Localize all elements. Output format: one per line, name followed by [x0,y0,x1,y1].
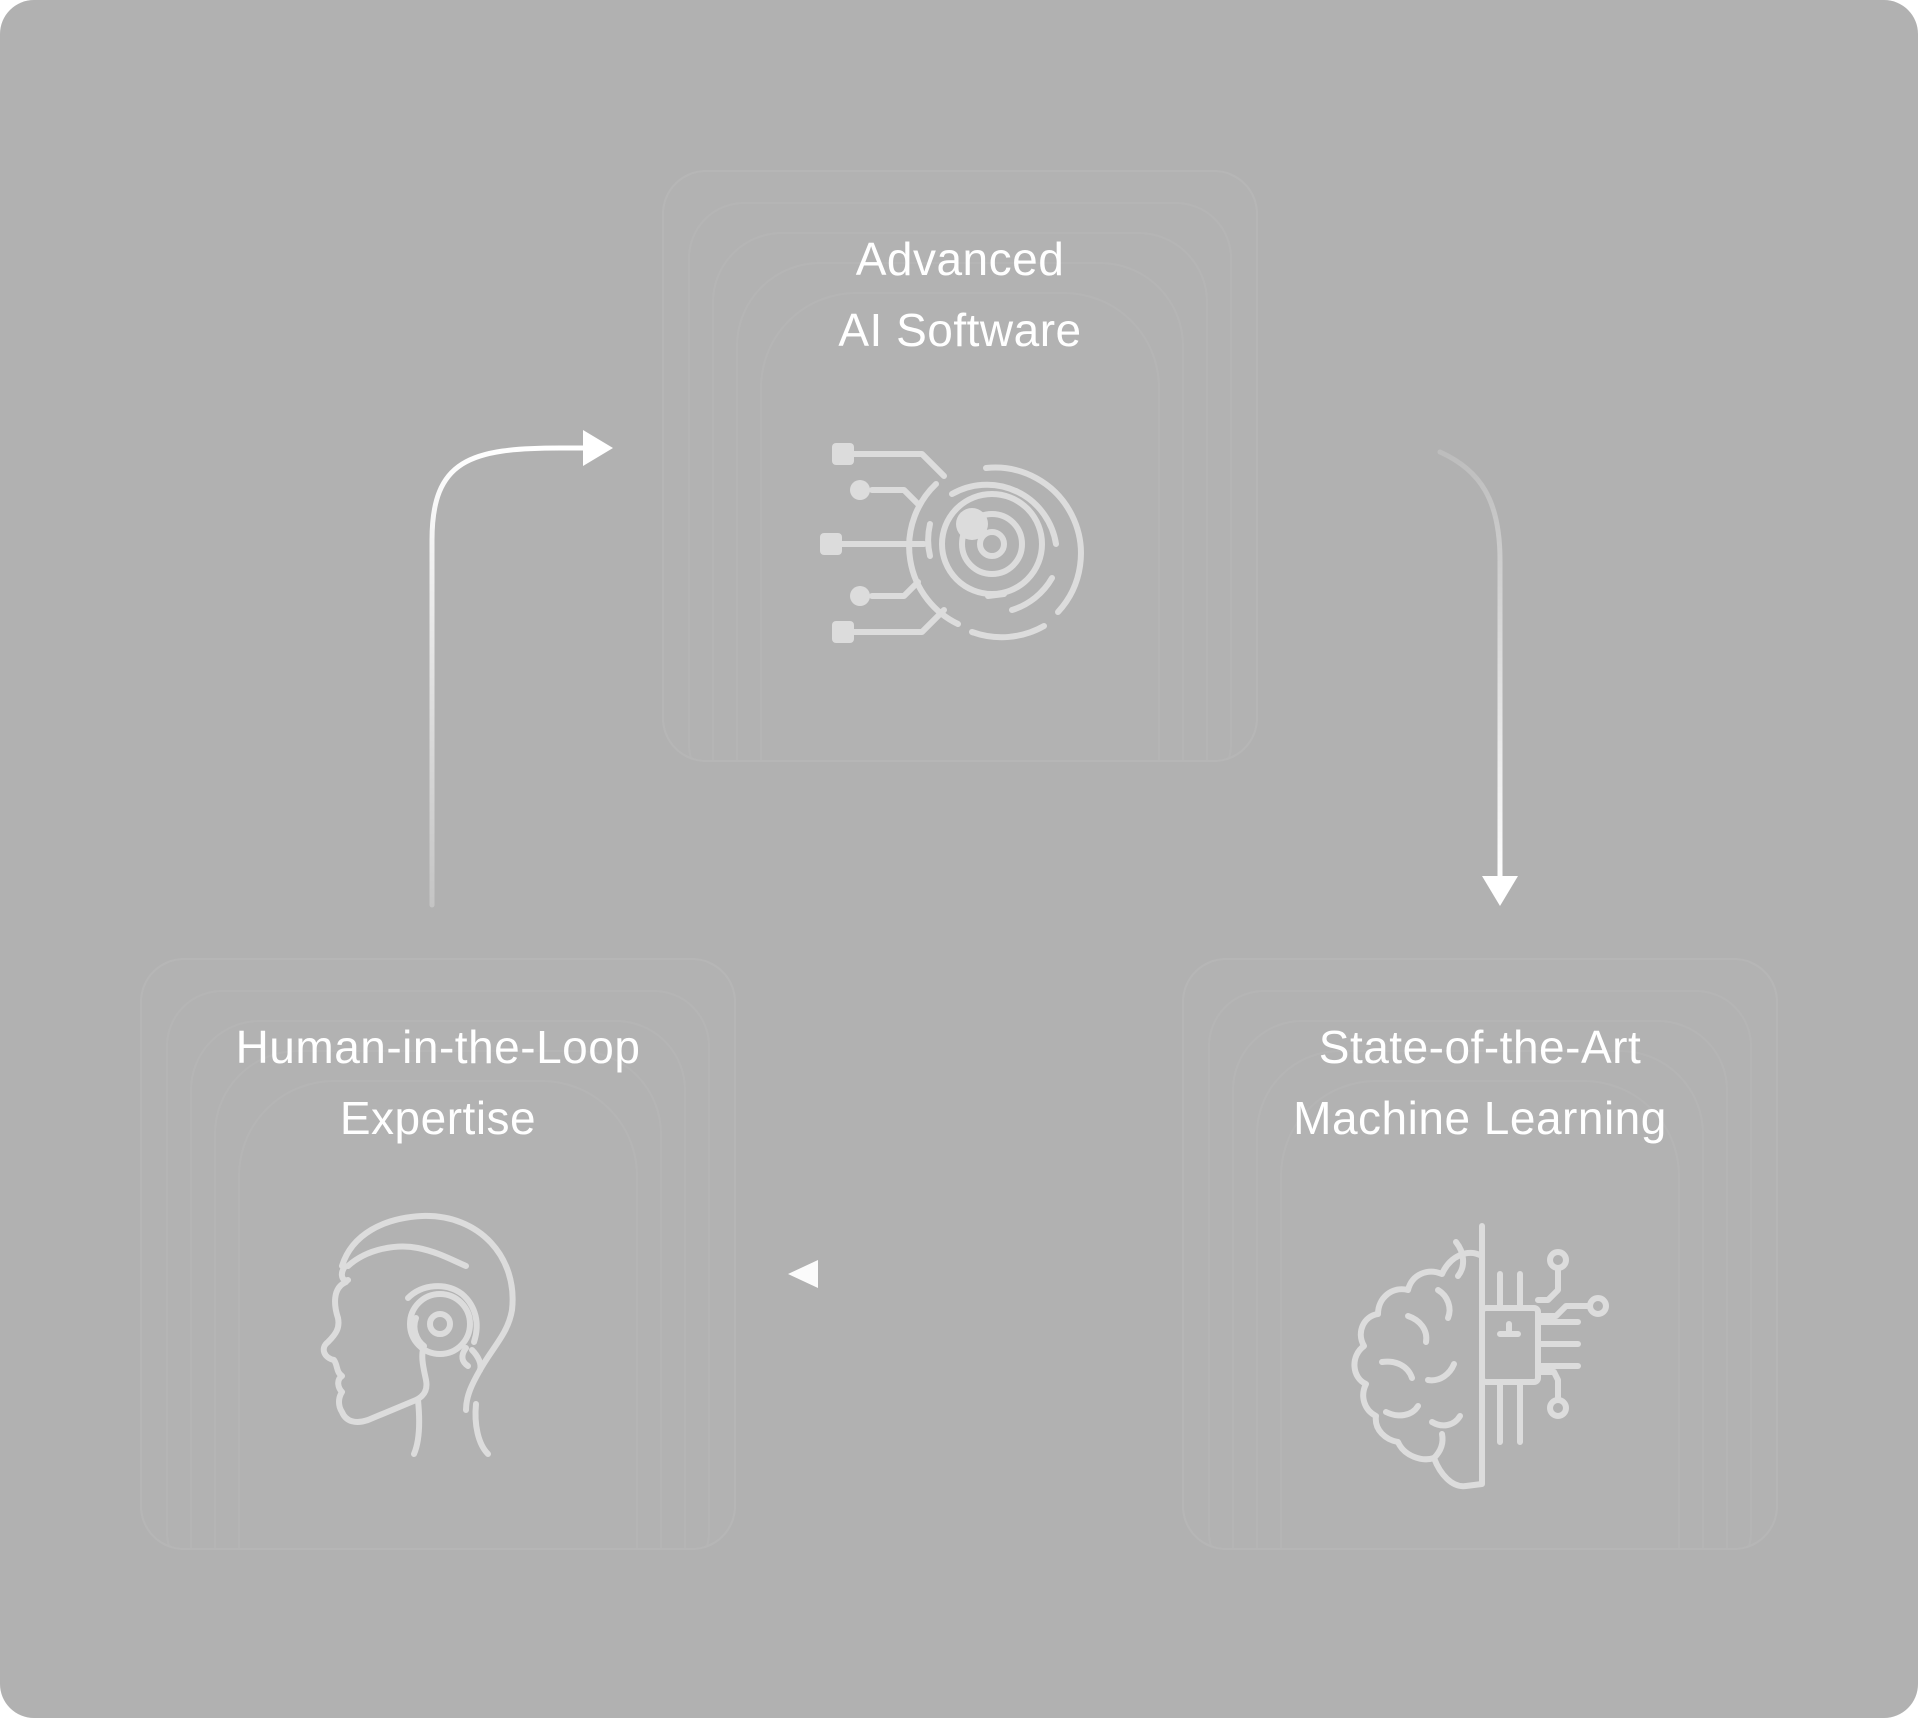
node-title-line1: State-of-the-Art [1318,1021,1642,1073]
arrow-human-to-advanced-line [429,445,588,908]
card-ring [1208,990,1752,1548]
brain-circuit-icon [1351,1223,1609,1490]
node-title-line1: Advanced [855,233,1065,285]
card-ring [712,232,1208,760]
card-ring [190,1020,686,1548]
card-ring [688,202,1232,760]
arrow-advanced-to-ml-head [1482,876,1518,906]
node-title-line2: Machine Learning [1293,1092,1667,1144]
node-human-in-the-loop-expertise: Human-in-the-Loop Expertise [140,958,736,1550]
card-ring [166,990,710,1548]
card-ring [1256,1050,1704,1548]
node-advanced-ai-software: Advanced AI Software [662,170,1258,762]
arrow-advanced-to-ml-line [1437,449,1503,883]
node-title-line2: Expertise [339,1092,537,1144]
arrow-ml-to-human [788,1260,1125,1288]
card-ring [214,1050,662,1548]
node-title-line1: Human-in-the-Loop [235,1021,641,1073]
node-title: Advanced AI Software [664,224,1256,366]
card-ring [760,292,1160,760]
card-ring [1232,1020,1728,1548]
ai-target-circuit-icon [820,443,1084,643]
arrow-ml-to-human-head [788,1260,818,1288]
node-title: Human-in-the-Loop Expertise [142,1012,734,1154]
card-ring [1280,1080,1680,1548]
node-state-of-the-art-machine-learning: State-of-the-Art Machine Learning [1182,958,1778,1550]
arrow-human-to-advanced [429,430,613,908]
card-ring [238,1080,638,1548]
arrow-human-to-advanced-head [583,430,613,466]
human-head-gear-icon [320,1212,516,1457]
card-ring [736,262,1184,760]
arrow-advanced-to-ml [1437,449,1518,906]
node-title-line2: AI Software [838,304,1082,356]
node-title: State-of-the-Art Machine Learning [1184,1012,1776,1154]
